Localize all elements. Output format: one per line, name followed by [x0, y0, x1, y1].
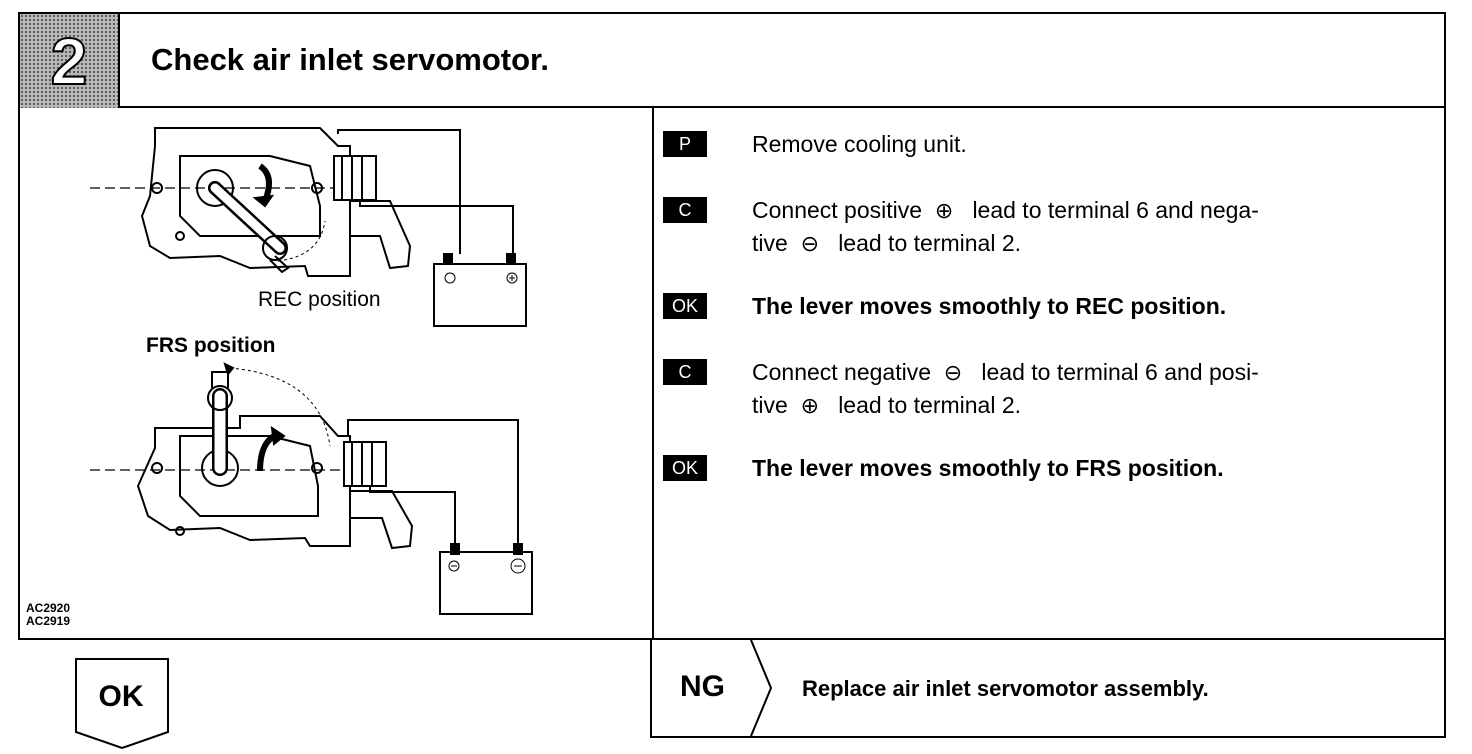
figure-code: AC2919: [26, 614, 71, 628]
servomotor-diagram: REC position FRS position: [90, 127, 533, 615]
ng-chevron-icon: [750, 640, 773, 736]
positive-symbol-icon: ⊕: [800, 393, 820, 418]
servomotor-frs-drawing: [90, 362, 533, 615]
step-text-part: tive: [752, 392, 788, 418]
step-text: The lever moves smoothly to REC position…: [752, 293, 1227, 319]
step-badge-ok: OK: [663, 293, 707, 319]
step-text-part: Connect positive: [752, 197, 923, 223]
column-divider: [652, 106, 654, 638]
negative-symbol-icon: ⊖: [943, 360, 963, 385]
step-number-box: 2: [20, 14, 120, 108]
step-badge-p: P: [663, 131, 707, 157]
step-text-part: lead to terminal 2.: [838, 230, 1022, 256]
ok-arrow-icon: [75, 658, 169, 750]
servomotor-rec-drawing: [90, 127, 527, 327]
main-panel: REC position FRS position AC2920 AC2919 …: [18, 106, 1446, 640]
frs-position-label: FRS position: [146, 334, 276, 357]
step-badge-c: C: [663, 197, 707, 223]
step-text-part: tive: [752, 230, 788, 256]
procedure-steps: P Remove cooling unit. C Connect positiv…: [663, 106, 1443, 636]
step-badge-c: C: [663, 359, 707, 385]
ng-result-box: NG Replace air inlet servomotor assembly…: [650, 640, 1446, 738]
figure-codes: AC2920 AC2919: [26, 602, 70, 628]
ng-result-label: NG: [680, 670, 725, 703]
step-text-part: lead to terminal 6 and nega-: [972, 197, 1259, 223]
step-text-part: lead to terminal 6 and posi-: [981, 359, 1259, 385]
ng-action-text: Replace air inlet servomotor assembly.: [802, 676, 1209, 701]
step-text: Connect positive ⊕ lead to terminal 6 an…: [752, 194, 1432, 260]
positive-symbol-icon: ⊕: [934, 198, 954, 223]
step-text: The lever moves smoothly to FRS position…: [752, 455, 1224, 481]
negative-symbol-icon: ⊖: [800, 231, 820, 256]
step-text: Remove cooling unit.: [752, 131, 967, 157]
step-header: 2 Check air inlet servomotor.: [18, 12, 1446, 108]
ok-result-label: OK: [98, 680, 144, 713]
step-text: Connect negative ⊖ lead to terminal 6 an…: [752, 356, 1432, 422]
step-number: 2: [50, 24, 89, 98]
illustration-panel: REC position FRS position AC2920 AC2919: [20, 106, 652, 638]
figure-code: AC2920: [26, 601, 71, 615]
step-badge-ok: OK: [663, 455, 707, 481]
step-text-part: lead to terminal 2.: [838, 392, 1022, 418]
step-text-part: Connect negative: [752, 359, 932, 385]
rec-position-label: REC position: [258, 288, 381, 311]
page-title: Check air inlet servomotor.: [151, 42, 549, 77]
